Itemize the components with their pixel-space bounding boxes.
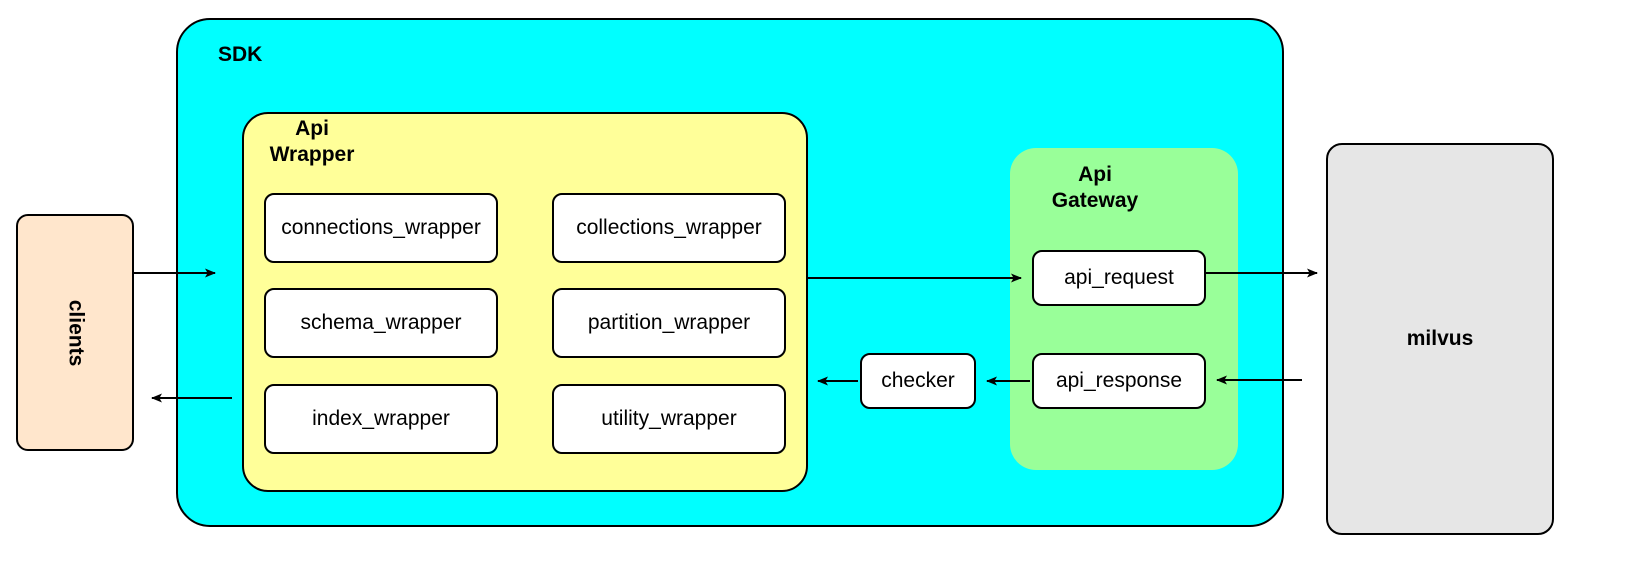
container-api-wrapper-label: Api Wrapper [269,117,355,167]
container-sdk-label: SDK [218,43,263,66]
node-utility-wrapper[interactable]: utility_wrapper [552,384,786,454]
node-schema-wrapper[interactable]: schema_wrapper [264,288,498,358]
node-milvus[interactable]: milvus [1326,143,1554,535]
node-connections-wrapper[interactable]: connections_wrapper [264,193,498,263]
container-api-gateway [1010,148,1238,470]
node-api-response[interactable]: api_response [1032,353,1206,409]
node-clients-label: clients [16,214,134,451]
node-clients-text: clients [64,299,87,366]
node-api-request[interactable]: api_request [1032,250,1206,306]
node-checker[interactable]: checker [860,353,976,409]
node-index-wrapper[interactable]: index_wrapper [264,384,498,454]
node-collections-wrapper[interactable]: collections_wrapper [552,193,786,263]
node-clients[interactable] [16,214,134,451]
container-api-gateway-label: Api Gateway [1051,163,1139,213]
node-partition-wrapper[interactable]: partition_wrapper [552,288,786,358]
